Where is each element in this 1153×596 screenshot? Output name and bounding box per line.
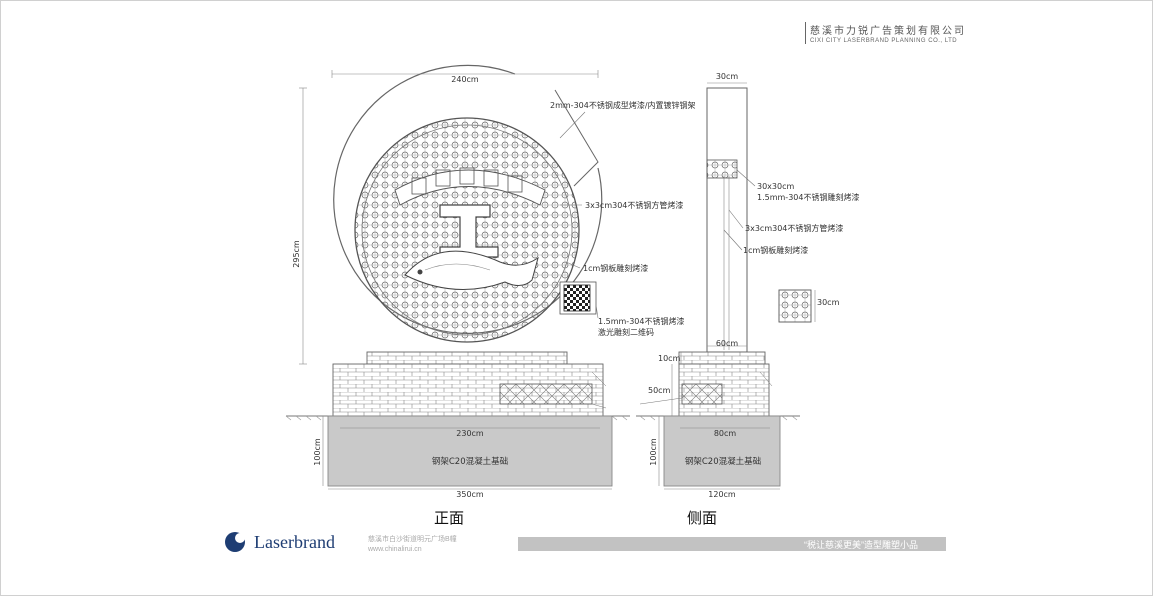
front-foundation-width-dim: 350cm xyxy=(456,490,484,499)
front-height-dim: 295cm xyxy=(292,240,301,268)
side-foundation-width-dim: 120cm xyxy=(708,490,736,499)
front-width-dim: 240cm xyxy=(451,75,479,84)
side-base-width-dim: 60cm xyxy=(716,339,739,348)
side-foundation-label: 钢架C20混凝土基础 xyxy=(685,456,761,467)
side-carved-box xyxy=(706,159,738,179)
side-lattice-panel xyxy=(681,383,723,405)
front-note-frame: 2mm-304不锈钢成型烤漆/内置镀锌钢架 xyxy=(550,100,696,110)
front-view-label: 正面 xyxy=(434,509,465,527)
side-foundation-height-dim: 100cm xyxy=(649,438,658,466)
side-detail-box xyxy=(778,289,812,323)
brand-block: Laserbrand xyxy=(224,531,335,553)
side-view: 钢架C20混凝土基础 30cm 30cm 60cm 10cm 50cm 80cm… xyxy=(639,72,859,499)
side-column xyxy=(706,87,748,353)
front-view: 钢架C20混凝土基础 240cm 295cm 230cm 100cm 350cm… xyxy=(292,64,696,499)
front-base-width-dim: 230cm xyxy=(456,429,484,438)
front-note-tube: 3x3cm304不锈钢方管烤漆 xyxy=(585,200,683,210)
carved-emblem xyxy=(439,204,499,258)
front-foundation xyxy=(327,415,613,487)
front-foundation-label: 钢架C20混凝土基础 xyxy=(432,456,508,467)
side-foundation xyxy=(663,415,781,487)
front-note-qr-1: 1.5mm-304不锈钢烤漆 xyxy=(598,316,684,326)
front-note-plate: 1cm钢板雕刻烤漆 xyxy=(583,263,648,273)
address-block: 慈溪市白沙街道明元广场B幢 www.chinalirui.cn xyxy=(368,535,457,555)
side-note-tube: 3x3cm304不锈钢方管烤漆 xyxy=(745,223,843,233)
company-name-en: CIXI CITY LASERBRAND PLANNING CO., LTD xyxy=(810,38,958,44)
carved-fish xyxy=(404,250,539,290)
side-detail-dim: 30cm xyxy=(817,298,840,307)
company-header: 慈溪市力锐广告策划有限公司 CIXI CITY LASERBRAND PLANN… xyxy=(805,22,966,44)
front-base-cap xyxy=(366,351,568,365)
address-text: 慈溪市白沙街道明元广场B幢 xyxy=(368,536,457,543)
brand-name: Laserbrand xyxy=(254,531,335,552)
website-text: www.chinalirui.cn xyxy=(368,546,422,553)
front-foundation-height-dim: 100cm xyxy=(313,438,322,466)
side-note-box-1: 30x30cm xyxy=(757,182,794,191)
front-note-qr-2: 激光雕刻二维码 xyxy=(598,327,654,337)
side-view-label: 侧面 xyxy=(687,509,718,527)
side-note-plate: 1cm钢板雕刻烤漆 xyxy=(743,245,808,255)
front-lattice-panel xyxy=(499,383,593,405)
qr-code xyxy=(563,284,591,312)
company-name-cn: 慈溪市力锐广告策划有限公司 xyxy=(810,26,966,37)
side-top-dim: 30cm xyxy=(716,72,739,81)
project-title: “税让慈溪更美”造型雕塑小品 xyxy=(804,540,918,550)
side-base-cap xyxy=(678,351,766,365)
project-title-bar: “税让慈溪更美”造型雕塑小品 xyxy=(518,537,946,551)
side-foundation-inner-dim: 80cm xyxy=(714,429,737,438)
side-base-height-dim: 50cm xyxy=(648,386,671,395)
carved-banner xyxy=(394,169,546,206)
side-note-box-2: 1.5mm-304不锈钢雕刻烤漆 xyxy=(757,192,859,202)
side-cap-dim: 10cm xyxy=(658,354,681,363)
laserbrand-logo-icon xyxy=(225,532,245,552)
